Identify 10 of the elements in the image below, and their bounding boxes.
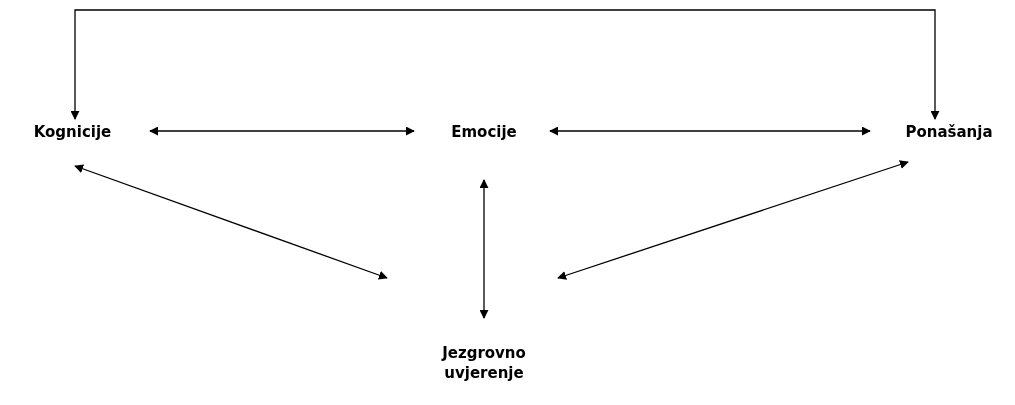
node-label: Ponašanja <box>905 122 993 142</box>
arrow <box>557 160 909 280</box>
arrow <box>70 9 940 120</box>
node-label: Kognicije <box>33 122 112 142</box>
arrow <box>74 164 388 280</box>
node-label: Emocije <box>451 122 517 142</box>
arrow <box>549 126 871 136</box>
node-label: Jezgrovno uvjerenje <box>440 343 527 383</box>
arrow <box>149 126 415 136</box>
arrow <box>479 179 489 319</box>
